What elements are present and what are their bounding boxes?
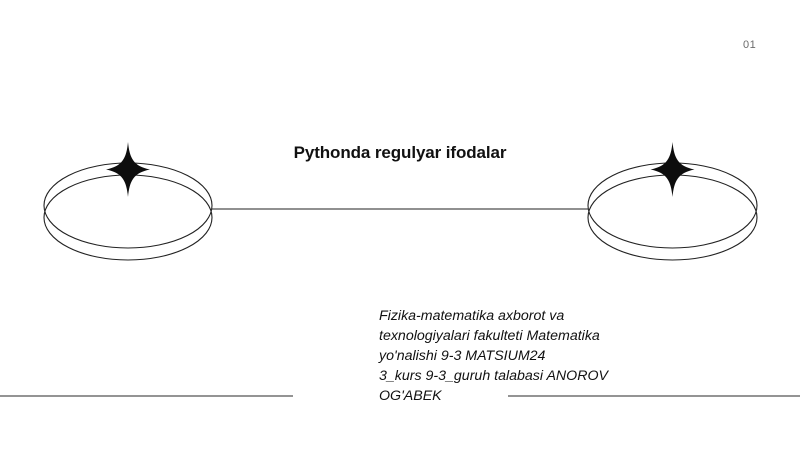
page-title: Pythonda regulyar ifodalar: [293, 143, 507, 162]
left-ellipse-pair: [43, 162, 213, 261]
right-sparkle-icon: [650, 142, 695, 197]
left-ellipse-upper: [43, 162, 213, 249]
left-sparkle-icon: [106, 142, 150, 197]
right-ellipse-lower: [587, 174, 758, 261]
left-ellipse-lower: [43, 174, 213, 261]
right-ellipse-pair: [587, 162, 758, 261]
right-ellipse-upper: [587, 162, 758, 249]
page-number: 01: [743, 39, 757, 51]
slide-subtitle: Fizika-matematika axborot va texnologiya…: [379, 308, 608, 404]
